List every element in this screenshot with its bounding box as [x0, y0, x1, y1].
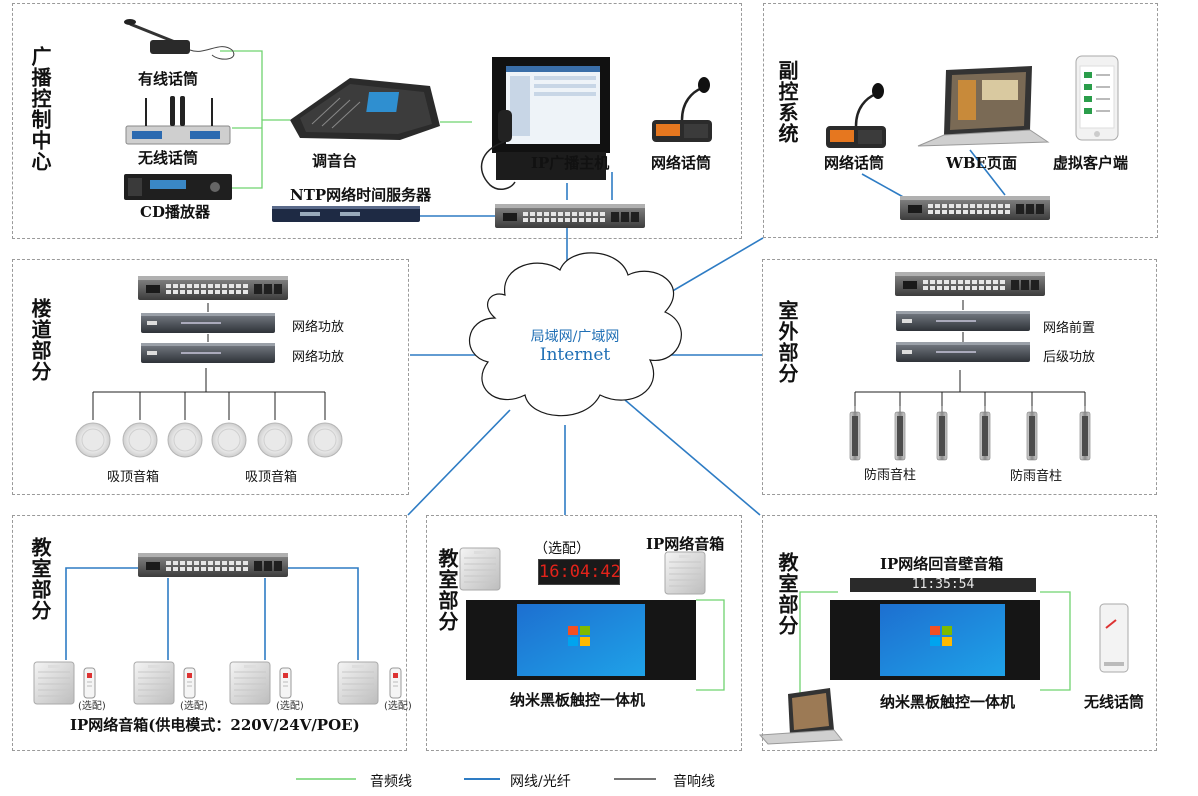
cloud-label-lan-wan: 局域网/广域网 [530, 329, 620, 345]
label-cd-player: CD播放器 [140, 203, 210, 221]
net-right-cloud [624, 399, 761, 516]
label-mixer: 调音台 [312, 152, 358, 170]
label-sub-network-mic: 网络话筒 [824, 154, 885, 172]
label-ip-host: IP广播主机 [531, 154, 610, 172]
label-ceiling-speaker-1: 吸顶音箱 [107, 470, 160, 485]
net-left-cloud [407, 409, 511, 516]
label-corridor-amp-2: 网络功放 [292, 350, 345, 365]
label-right-wireless-mic: 无线话筒 [1084, 693, 1145, 711]
panel-outdoor [762, 259, 1157, 495]
label-mid-optional: （选配） [534, 541, 590, 557]
cloud-label-internet: Internet [539, 345, 611, 365]
panel-sub-control [763, 3, 1158, 238]
audio-cable-cd [232, 119, 290, 189]
label-right-echo-speaker: IP网络回音壁音箱 [880, 555, 1004, 573]
right-blackboard-device [830, 600, 1040, 680]
right-wireless-mic-device [1099, 603, 1129, 673]
audio-cable-wired-mic [220, 50, 263, 120]
label-mid-ip-speaker: IP网络音箱 [646, 535, 725, 553]
panel-classroom-left [12, 515, 407, 751]
legend-speaker-label: 音响线 [673, 774, 715, 790]
speaker-cable-outdoor [854, 370, 1086, 408]
label-mid-blackboard: 纳米黑板触控一体机 [510, 691, 646, 709]
panel-classroom-mid [426, 515, 742, 751]
windows-logo [568, 626, 590, 646]
audio-cables [220, 50, 1071, 693]
audio-cable-right-laptop [799, 591, 838, 693]
title-classroom-right: 教室部分 [775, 552, 799, 636]
optional-tag-3: (选配) [276, 701, 304, 712]
title-sub-control: 副控系统 [775, 60, 799, 144]
label-virtual-client: 虚拟客户端 [1053, 154, 1129, 172]
wireless-mic-device [125, 96, 231, 145]
mid-clock-display: 16:04:42 [538, 559, 621, 585]
title-broadcast-center: 广播控制中心 [28, 46, 52, 172]
label-ceiling-speaker-2: 吸顶音箱 [245, 470, 298, 485]
cd-player-device [124, 174, 232, 200]
right-laptop-device [758, 688, 843, 745]
label-ip-speaker-power: IP网络音箱(供电模式：220V/24V/POE) [70, 716, 360, 734]
network-cables [65, 149, 1006, 660]
label-network-mic: 网络话筒 [651, 154, 712, 172]
speaker-cables [92, 300, 1086, 420]
label-column-speaker-2: 防雨音柱 [1010, 469, 1063, 484]
net-sub-wbe-switch [969, 149, 1006, 196]
label-outdoor-preamp: 网络前置 [1043, 321, 1096, 336]
optional-tag-1: (选配) [78, 701, 106, 712]
mixer-device [290, 78, 440, 140]
legend-audio-label: 音频线 [370, 774, 412, 790]
optional-tag-2: (选配) [180, 701, 208, 712]
optional-tag-4: (选配) [384, 701, 412, 712]
ip-broadcast-host-device [480, 57, 610, 190]
title-outdoor: 室外部分 [775, 300, 799, 384]
speaker-cable-corridor [92, 368, 326, 420]
title-classroom-mid: 教室部分 [435, 548, 459, 632]
legend-network-label: 网线/光纤 [510, 774, 571, 790]
right-clock-display: 11:35:54 [850, 578, 1036, 592]
mid-blackboard-device [466, 600, 696, 680]
net-sub-mic-switch [861, 173, 906, 199]
wired-mic-device [124, 19, 235, 60]
label-wireless-mic: 无线话筒 [138, 149, 199, 167]
title-classroom-left: 教室部分 [28, 537, 52, 621]
audio-cable-mid-board [696, 599, 725, 691]
panel-corridor [12, 259, 409, 495]
panel-broadcast-center [12, 3, 742, 239]
panel-classroom-right [762, 515, 1157, 751]
label-corridor-amp-1: 网络功放 [292, 320, 345, 335]
label-wired-mic: 有线话筒 [138, 70, 199, 88]
audio-cable-right-echo [1040, 591, 1071, 691]
wbe-laptop-device [917, 66, 1050, 147]
label-outdoor-power-amp: 后级功放 [1043, 350, 1096, 365]
label-right-blackboard: 纳米黑板触控一体机 [880, 693, 1016, 711]
label-ntp-server: NTP网络时间服务器 [290, 186, 432, 204]
ntp-server-device [272, 206, 420, 222]
net-left-switch-speakers [65, 567, 359, 660]
network-cloud [469, 252, 682, 417]
label-wbe-page: WBE页面 [946, 154, 1017, 172]
label-column-speaker-1: 防雨音柱 [864, 468, 917, 483]
title-corridor: 楼道部分 [28, 298, 52, 382]
virtual-client-phone-device [1075, 55, 1119, 141]
